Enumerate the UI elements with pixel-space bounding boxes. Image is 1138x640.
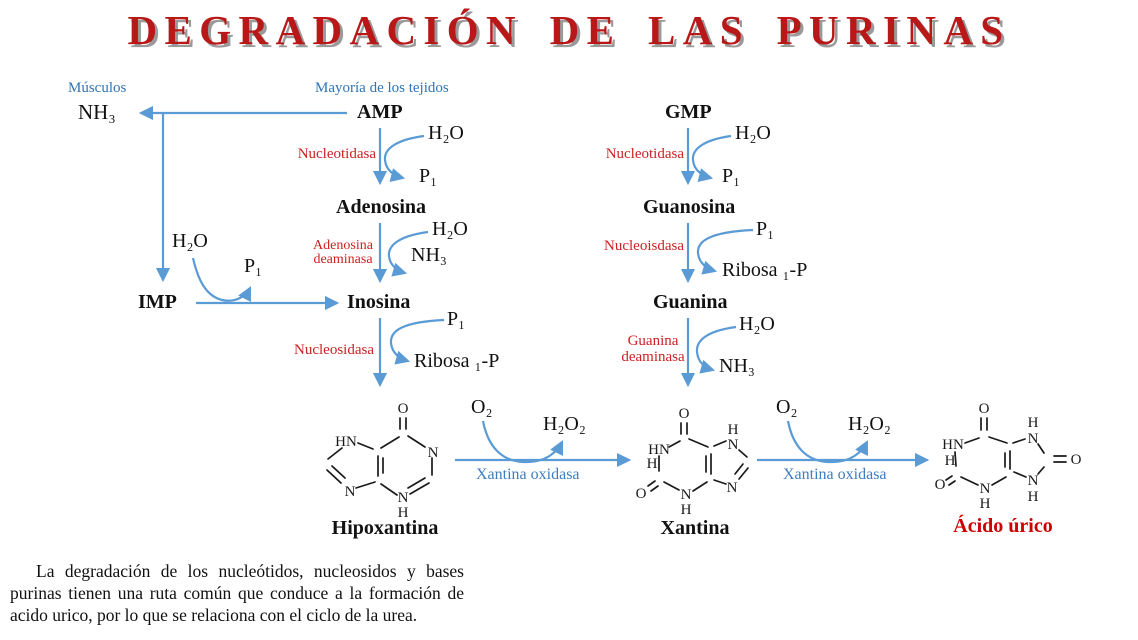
guanina-r-enzyme-line1: Guanina xyxy=(627,333,679,349)
atom-h-bottom: H xyxy=(398,505,409,521)
ox2-o2: O₂ xyxy=(776,396,798,418)
node-amp: AMP xyxy=(357,101,403,123)
xantina-structure: O HN H O N H H N N xyxy=(636,406,749,518)
arc-ox2-o2-h2o2 xyxy=(786,420,868,464)
atom-n-bottom-right: N xyxy=(1028,473,1039,489)
atom-h-bottom-right: H xyxy=(1028,489,1039,505)
atom-n-bottom-right: N xyxy=(727,480,738,496)
label-musculos: Músculos xyxy=(68,80,127,96)
guanina-r-h2o: H₂O xyxy=(739,313,775,335)
atom-h-bottom: H xyxy=(681,502,692,518)
ox2-h2o2: H₂O₂ xyxy=(848,413,891,435)
atom-h-top-right: H xyxy=(1028,415,1039,431)
amp-r2-nh3: NH₃ xyxy=(411,244,447,266)
guanina-r-enzyme: Guanina deaminasa xyxy=(618,333,688,365)
gmp-r1-enzyme: Nucleotidasa xyxy=(605,146,684,162)
node-gmp: GMP xyxy=(665,101,712,123)
node-guanina: Guanina xyxy=(653,291,728,313)
arc-ox1-o2-h2o2 xyxy=(481,420,563,464)
inosina-r-enzyme: Nucleosidasa xyxy=(294,342,374,358)
ox1-o2: O₂ xyxy=(471,396,493,418)
atom-o-top: O xyxy=(979,401,990,417)
arc-adenosina-h2o-nh3 xyxy=(387,230,429,277)
atom-n-left: N xyxy=(345,484,356,500)
inosina-r-ribosa: Ribosa ₁-P xyxy=(414,350,500,372)
amp-r2-enzyme: Adenosina deaminasa xyxy=(310,239,376,267)
atom-n-top-right: N xyxy=(728,437,739,453)
amp-r1-p1: P₁ xyxy=(419,165,438,187)
atom-o-left: O xyxy=(935,477,946,493)
arc-amp-h2o-p1 xyxy=(383,134,425,182)
atom-h-left: H xyxy=(945,453,956,469)
atom-o-top: O xyxy=(679,406,690,422)
guanina-r-nh3: NH₃ xyxy=(719,355,755,377)
guanosina-r-enzyme: Nucleoisdasa xyxy=(604,238,684,254)
atom-hn-left: HN xyxy=(942,437,964,453)
label-mayoria-tejidos: Mayoría de los tejidos xyxy=(315,80,449,96)
atom-hn-left: HN xyxy=(335,434,357,450)
atom-n-bottom: N xyxy=(980,481,991,497)
atom-n-right: N xyxy=(428,445,439,461)
imp-r-h2o: H₂O xyxy=(172,230,208,252)
atom-hn-left: HN xyxy=(648,442,670,458)
arc-inosina-p1-ribosa xyxy=(389,318,445,365)
amp-r2-enzyme-line2: deaminasa xyxy=(313,252,373,267)
label-hipoxantina: Hipoxantina xyxy=(331,517,439,539)
hipoxantina-structure: O HN N N N H xyxy=(326,401,439,521)
guanosina-r-p1: P₁ xyxy=(756,218,775,240)
ox1-h2o2: H₂O₂ xyxy=(543,413,586,435)
gmp-r1-p1: P₁ xyxy=(722,165,741,187)
label-xantina: Xantina xyxy=(660,517,730,539)
arc-imp-h2o-p1 xyxy=(191,257,251,303)
node-adenosina: Adenosina xyxy=(336,196,427,218)
amp-r2-h2o: H₂O xyxy=(432,218,468,240)
atom-h-bottom: H xyxy=(980,496,991,512)
arc-gmp-h2o-p1 xyxy=(691,134,732,182)
footer-paragraph: La degradación de los nucleótidos, nucle… xyxy=(10,561,464,625)
arc-guanina-h2o-nh3 xyxy=(695,325,737,374)
node-nh3: NH₃ xyxy=(78,100,116,124)
label-acido-urico: Ácido úrico xyxy=(953,515,1053,537)
acido-urico-structure: O HN H O N H H N O N H xyxy=(935,401,1082,512)
ox2-enzyme: Xantina oxidasa xyxy=(783,466,887,483)
atom-o-right: O xyxy=(1071,452,1082,468)
node-guanosina: Guanosina xyxy=(643,196,736,218)
amp-r1-enzyme: Nucleotidasa xyxy=(297,146,376,162)
page-title: DEGRADACIÓN DE LAS PURINAS xyxy=(127,7,1011,53)
atom-n-top-right: N xyxy=(1028,431,1039,447)
atom-h-top-right: H xyxy=(728,422,739,438)
atom-n-bottom: N xyxy=(398,490,409,506)
atom-o-top: O xyxy=(398,401,409,417)
guanina-r-enzyme-line2: deaminasa xyxy=(621,349,685,365)
guanosina-r-ribosa: Ribosa ₁-P xyxy=(722,259,808,281)
atom-o-left: O xyxy=(636,486,647,502)
inosina-r-p1: P₁ xyxy=(447,308,466,330)
amp-r1-h2o: H₂O xyxy=(428,122,464,144)
gmp-r1-h2o: H₂O xyxy=(735,122,771,144)
node-imp: IMP xyxy=(138,291,177,313)
amp-r2-enzyme-line1: Adenosina xyxy=(313,238,373,253)
atom-n-bottom: N xyxy=(681,487,692,503)
ox1-enzyme: Xantina oxidasa xyxy=(476,466,580,483)
node-inosina: Inosina xyxy=(347,291,411,313)
atom-h-left: H xyxy=(647,456,658,472)
arc-guanosina-p1-ribosa xyxy=(696,228,754,275)
imp-r-p1: P₁ xyxy=(244,255,263,277)
